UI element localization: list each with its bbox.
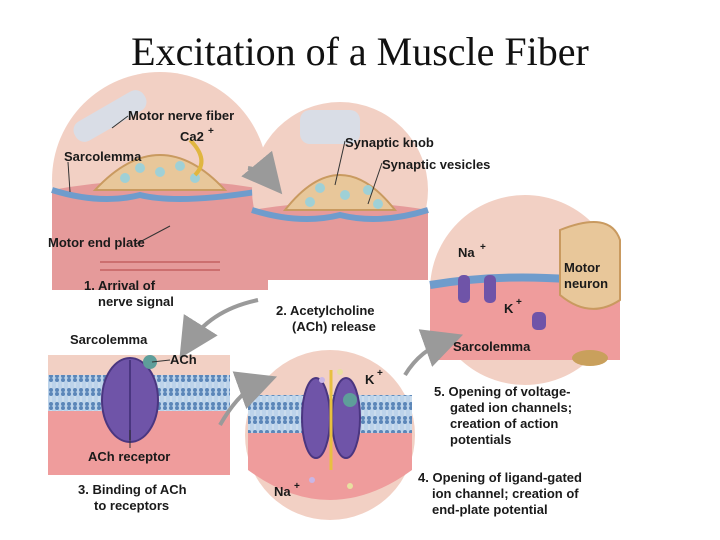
label-k-mid: K (504, 301, 514, 316)
label-sarcolemma-2: Sarcolemma (70, 332, 148, 347)
label-sarcolemma-1: Sarcolemma (64, 149, 142, 164)
label-k-bottom-sup: + (377, 368, 383, 379)
label-ca2-sup: + (208, 126, 214, 137)
label-motor-nerve-fiber: Motor nerve fiber (128, 108, 234, 123)
label-k-bottom: K (365, 372, 375, 387)
step-4-line1: 4. Opening of ligand-gated (418, 470, 582, 485)
step-3-line2: to receptors (94, 498, 169, 513)
panel-4-ligand-channel (245, 350, 415, 520)
label-na-bottom: Na (274, 484, 291, 499)
step-4-line2: ion channel; creation of (432, 486, 579, 501)
leader-lines (67, 115, 383, 448)
step-5-line3: creation of action (450, 416, 558, 431)
label-sarcolemma-3: Sarcolemma (453, 339, 531, 354)
label-synaptic-vesicles: Synaptic vesicles (382, 157, 490, 172)
step-2-line2: (ACh) release (292, 319, 376, 334)
arrow-3-to-4 (218, 371, 278, 426)
step-1-line2: nerve signal (98, 294, 174, 309)
page-title: Excitation of a Muscle Fiber (131, 29, 589, 74)
panel-3-binding (48, 355, 230, 475)
panel-5-voltage-channels (429, 195, 621, 385)
arrow-2-to-3 (179, 298, 259, 359)
arrow-1-to-2 (241, 150, 283, 195)
step-1-line1: 1. Arrival of (84, 278, 156, 293)
step-3-line1: 3. Binding of ACh (78, 482, 187, 497)
label-synaptic-knob: Synaptic knob (345, 135, 434, 150)
label-motor-neuron-line2: neuron (564, 276, 608, 291)
step-5-line4: potentials (450, 432, 511, 447)
step-4-line3: end-plate potential (432, 502, 548, 517)
step-5-line2: gated ion channels; (450, 400, 572, 415)
panel-1-arrival (51, 72, 269, 290)
label-ca2: Ca2 (180, 129, 204, 144)
label-motor-neuron-line1: Motor (564, 260, 600, 275)
arrow-4-to-5 (403, 329, 464, 377)
panel-2-release (251, 102, 429, 280)
label-k-mid-sup: + (516, 297, 522, 308)
label-na-bottom-sup: + (294, 481, 300, 492)
step-2-line1: 2. Acetylcholine (276, 303, 375, 318)
flow-arrows (179, 150, 464, 426)
step-5-line1: 5. Opening of voltage- (434, 384, 571, 399)
label-ach-receptor: ACh receptor (88, 449, 170, 464)
label-motor-end-plate: Motor end plate (48, 235, 145, 250)
label-na-top: Na (458, 245, 475, 260)
label-ach: ACh (170, 352, 197, 367)
label-na-top-sup: + (480, 242, 486, 253)
